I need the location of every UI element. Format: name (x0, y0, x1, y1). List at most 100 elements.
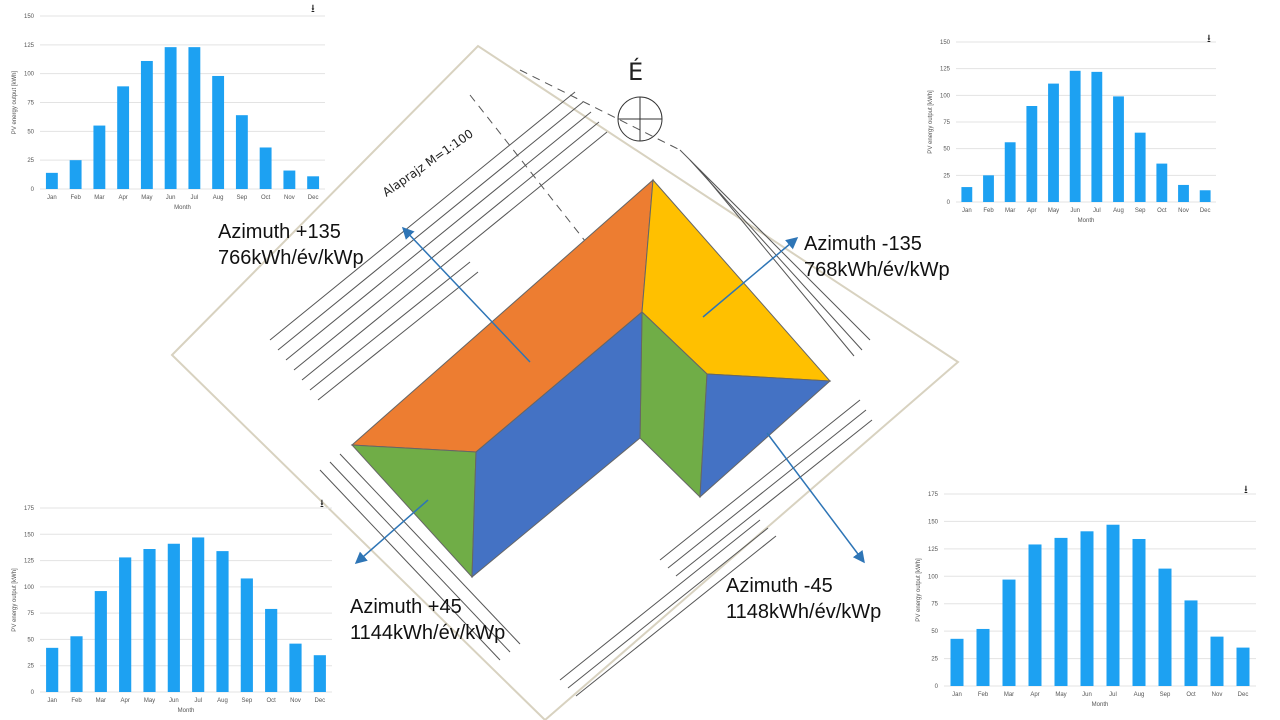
y-axis-label: PV energy output [kWh] (12, 70, 18, 134)
x-tick-label: Feb (71, 698, 82, 704)
bar (212, 75, 225, 189)
bar (1080, 531, 1094, 686)
y-tick-label: 50 (27, 637, 34, 643)
y-tick-label: 0 (31, 690, 35, 696)
x-tick-label: Feb (983, 208, 994, 214)
bar (983, 175, 994, 202)
y-tick-label: 125 (928, 547, 939, 553)
bar (1210, 636, 1224, 686)
x-tick-label: Mar (1004, 692, 1014, 698)
y-tick-label: 25 (943, 173, 950, 179)
y-tick-label: 0 (947, 200, 951, 206)
x-tick-label: Jul (1093, 208, 1101, 214)
y-tick-label: 125 (24, 559, 35, 565)
bar (46, 647, 59, 692)
x-tick-label: Jul (1109, 692, 1117, 698)
y-tick-label: 175 (24, 506, 35, 512)
download-icon[interactable]: ⭳ (1244, 483, 1248, 496)
x-tick-label: Jan (952, 692, 962, 698)
x-tick-label: Sep (1135, 208, 1146, 214)
x-tick-label: Apr (120, 698, 129, 704)
x-tick-label: Jun (169, 698, 179, 704)
bar (1156, 163, 1168, 202)
bar (1134, 132, 1146, 202)
bar (1026, 106, 1038, 202)
y-tick-label: 100 (24, 72, 35, 78)
download-icon[interactable]: ⭳ (1207, 32, 1211, 45)
download-icon[interactable]: ⭳ (320, 497, 324, 510)
x-tick-label: Jan (47, 698, 57, 704)
bar (119, 557, 132, 692)
north-label: É (628, 58, 644, 86)
y-axis-label: PV energy output [kWh] (928, 90, 934, 154)
y-tick-label: 75 (943, 120, 950, 126)
bar (1199, 190, 1211, 202)
bar (289, 643, 302, 692)
x-tick-label: Mar (1005, 208, 1015, 214)
roof-face-azimuth-minus-45-b (699, 373, 832, 499)
y-tick-label: 75 (931, 602, 938, 608)
download-icon[interactable]: ⭳ (311, 2, 315, 15)
x-tick-label: Aug (213, 195, 224, 201)
north-compass (617, 96, 663, 142)
x-tick-label: May (144, 698, 155, 704)
bar (950, 638, 964, 686)
bar (961, 187, 973, 202)
caption-azimuth: Azimuth +45 (350, 596, 462, 618)
x-tick-label: Jun (1070, 208, 1080, 214)
x-tick-label: Dec (1238, 692, 1249, 698)
bar (976, 628, 990, 686)
bar (265, 608, 278, 692)
x-tick-label: Dec (1200, 208, 1211, 214)
x-tick-label: Jan (47, 195, 57, 201)
bar (216, 551, 229, 692)
y-axis-label: PV energy output [kWh] (916, 558, 922, 622)
caption-azimuth-plus-135: Azimuth +135 766kWh/év/kWp (218, 219, 364, 271)
y-tick-label: 150 (928, 519, 939, 525)
x-axis-label: Month (1092, 702, 1109, 708)
bar (93, 125, 106, 189)
bar (117, 86, 130, 189)
x-tick-label: Aug (217, 698, 228, 704)
bar (259, 147, 272, 189)
caption-azimuth: Azimuth -45 (726, 575, 833, 597)
bar (1091, 71, 1103, 202)
bar (1236, 647, 1250, 686)
x-tick-label: Apr (1027, 208, 1036, 214)
x-tick-label: Apr (1030, 692, 1039, 698)
x-tick-label: Sep (1160, 692, 1171, 698)
bar (1113, 96, 1124, 202)
caption-azimuth-minus-135: Azimuth -135 768kWh/év/kWp (804, 231, 950, 283)
x-tick-label: Jan (962, 208, 972, 214)
bar (70, 636, 83, 692)
x-tick-label: Oct (1157, 208, 1167, 214)
x-tick-label: May (1055, 692, 1066, 698)
y-tick-label: 75 (27, 611, 34, 617)
bar (69, 160, 82, 189)
caption-yield: 1144kWh/év/kWp (350, 622, 506, 644)
x-tick-label: Dec (308, 195, 319, 201)
y-tick-label: 150 (24, 14, 35, 20)
x-tick-label: Feb (978, 692, 989, 698)
y-tick-label: 25 (27, 158, 34, 164)
y-tick-label: 175 (928, 492, 939, 498)
bar (1002, 579, 1016, 686)
y-tick-label: 100 (928, 574, 939, 580)
x-tick-label: Nov (1178, 208, 1189, 214)
bar (45, 172, 58, 189)
y-tick-label: 0 (935, 684, 939, 690)
x-axis-label: Month (178, 708, 195, 714)
x-tick-label: Sep (237, 195, 248, 201)
x-tick-label: Nov (284, 195, 295, 201)
x-tick-label: Feb (70, 195, 81, 201)
x-tick-label: Apr (118, 195, 127, 201)
x-tick-label: Jun (166, 195, 176, 201)
bar (1069, 70, 1081, 202)
y-tick-label: 50 (27, 129, 34, 135)
bar (1028, 544, 1042, 686)
bar (283, 170, 296, 189)
